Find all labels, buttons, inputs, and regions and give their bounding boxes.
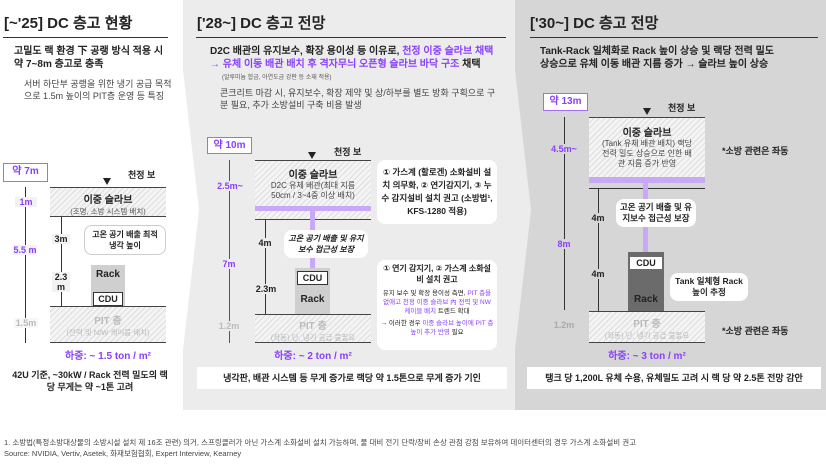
dim-total: 8m [550, 239, 578, 249]
callout: 고온 공기 배출 및 유지보수 접근성 보장 [616, 199, 696, 227]
divider [3, 37, 168, 38]
slab-title: 이중 슬라브 [622, 128, 672, 139]
slab-title: 이중 슬라브 [288, 170, 338, 181]
pit-floor: PIT 층 (좌동) 단, 냉기 공급 불필요 [255, 314, 371, 343]
dimension-line [598, 188, 599, 311]
arrow-down-icon [643, 108, 651, 115]
footnote: 1. 소방법(특정소방대상물의 소방시설 설치 제 16조 관련) 의거, 스프… [4, 438, 637, 447]
bullet: D2C 배관의 유지보수, 확장 용이성 등 이유로, 천정 이중 슬라브 채택… [210, 46, 494, 70]
dim-pit: 1.5m [14, 318, 38, 328]
dim-rack: 4m [589, 269, 607, 279]
pit-title: PIT 층 [633, 319, 661, 330]
double-slab: 이중 슬라브 (Tank 유체 배관 배치) 랙당 전력 밀도 상승으로 인한 … [589, 117, 705, 183]
callout-rack: Tank 일체형 Rack 높이 추정 [670, 273, 748, 301]
source-note: Source: NVIDIA, Vertiv, Asetek, 화재보험협회, … [4, 449, 242, 458]
material-note: (알루미늄 합금, 아연도금 강판 등 소재 적용) [222, 75, 332, 81]
pipe-bar [589, 177, 705, 183]
cdu: CDU [93, 292, 123, 306]
slab-title: 이중 슬라브 [83, 195, 133, 206]
callout: 고온 공기 배출 최적 냉각 높이 [84, 225, 166, 255]
dimension-line [564, 117, 565, 310]
dimension-line [25, 187, 26, 343]
chevron-arrow-icon [183, 70, 199, 350]
dim-pit: 1.2m [553, 320, 575, 330]
slab-sub: D2C 유체 배관(최대 지름 50cm / 3~4중 이상 배치) [270, 181, 356, 200]
ceiling-beam-label: 천정 보 [334, 147, 362, 157]
pit-sub: (좌동) 단, 냉기 공급 불필요 [604, 331, 690, 340]
pit-floor: PIT 층 (전력 및 N/W 케이블 배치) [50, 306, 166, 343]
ceiling-beam-label: 천정 보 [128, 170, 156, 180]
dim-mid: 4m [256, 238, 274, 248]
bullet: 고밀도 랙 환경 下 공랭 방식 적용 시 약 7~8m 층고로 충족 [14, 46, 164, 70]
dim-mid: 3m [52, 234, 70, 244]
dim-rack: 2.3 m [52, 272, 70, 292]
side-note: *소방 관련은 좌동 [722, 146, 789, 156]
side-note: *소방 관련은 좌동 [722, 326, 789, 336]
dim-total: 5.5 m [13, 245, 37, 255]
sub-bullet: 콘크리트 마감 시, 유지보수, 확장 제약 및 상/하부를 별도 방화 구획으… [220, 88, 496, 110]
dim-pit: 1.2m [213, 321, 245, 331]
callout-fire-regulation: ① 가스계 (할로겐) 소화설비 설치 의무화, ② 연기감지기, ③ 누수 감… [377, 160, 497, 224]
arrow-down-icon [308, 152, 316, 159]
height-badge: 약 10m [207, 137, 252, 154]
sub-bullet: 서버 하단부 공랭을 위한 냉기 공급 목적으로 1.5m 높이의 PIT층 운… [24, 79, 172, 101]
slab-sub: (Tank 유체 배관 배치) 랙당 전력 밀도 상승으로 인한 배관 지름 증… [602, 139, 692, 168]
arrow-down-icon [103, 178, 111, 185]
footer-note: 냉각판, 배관 시스템 등 무게 증가로 랙당 약 1.5톤으로 무게 증가 기… [197, 367, 507, 389]
divider [196, 37, 506, 38]
callout: 고온 공기 배출 및 유지보수 접근성 보장 [284, 230, 368, 258]
cdu: CDU [630, 257, 662, 269]
height-badge: 약 7m [3, 163, 48, 182]
dim-total: 7m [215, 259, 243, 269]
dim-top: 1m [15, 197, 37, 207]
dim-top: 4.5m~ [546, 144, 582, 154]
pit-sub: (전력 및 N/W 케이블 배치) [66, 328, 150, 337]
pit-title: PIT 층 [299, 321, 327, 332]
rack-label: Rack [96, 269, 120, 280]
double-slab: 이중 슬라브 (조명, 소방 시스템 배치) [50, 187, 166, 217]
load-label: 하중: ~ 2 ton / m² [274, 351, 352, 362]
dim-mid: 4m [589, 213, 607, 223]
height-badge: 약 13m [543, 93, 588, 111]
dimension-line [229, 160, 230, 343]
pit-floor: PIT 층 (좌동) 단, 냉기 공급 불필요 [589, 311, 705, 343]
cdu: CDU [297, 271, 328, 285]
rack-label: Rack [634, 294, 658, 305]
ceiling-beam-label: 천정 보 [668, 103, 696, 113]
slab-sub: (조명, 소방 시스템 배치) [70, 207, 146, 216]
panel-title: [~'25] DC 층고 현황 [4, 15, 133, 32]
panel-title: ['30~] DC 층고 전망 [530, 15, 659, 32]
load-label: 하중: ~ 1.5 ton / m² [65, 351, 151, 362]
pit-title: PIT 층 [94, 316, 122, 327]
footer-note: 탱크 당 1,200L 유체 수용, 유체밀도 고려 시 랙 당 약 2.5톤 … [527, 367, 821, 389]
dim-top: 2.5m~ [212, 181, 248, 191]
dimension-line [265, 220, 266, 314]
pipe-bar [255, 206, 371, 211]
footer-note: 42U 기준, ~30kW / Rack 전력 밀도의 랙 당 무게는 약 ~1… [12, 370, 168, 392]
dim-rack: 2.3m [253, 284, 279, 294]
chevron-arrow-icon [515, 70, 531, 350]
dimension-line [61, 217, 62, 306]
pit-sub: (좌동) 단, 냉기 공급 불필요 [270, 333, 356, 342]
load-label: 하중: ~ 3 ton / m² [608, 351, 686, 362]
panel-title: ['28~] DC 층고 전망 [197, 15, 326, 32]
callout-pit-trend: ① 연기 감지기, ② 가스계 소화설비 설치 권고 유지 보수 및 확장 용이… [377, 260, 497, 350]
bullet: Tank-Rack 일체화로 Rack 높이 상승 및 랙당 전력 밀도 상승으… [540, 46, 774, 70]
divider [530, 37, 818, 38]
rack-label: Rack [300, 294, 325, 305]
